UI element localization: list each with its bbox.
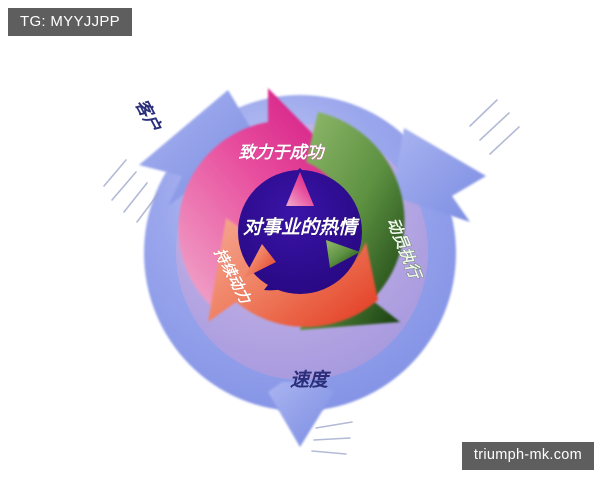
segment-label-commit: 致力于成功	[239, 143, 327, 163]
outer-label-customer: 客户	[131, 96, 165, 136]
telegram-watermark: TG: MYYJJPP	[8, 8, 132, 37]
website-watermark: triumph-mk.com	[461, 442, 594, 470]
outer-ring-arrowheads	[139, 90, 486, 447]
center-notches	[244, 172, 360, 278]
motion-lines	[103, 99, 520, 455]
outer-label-speed: 速度	[290, 369, 331, 391]
center-label: 对事业的热情	[243, 217, 360, 239]
